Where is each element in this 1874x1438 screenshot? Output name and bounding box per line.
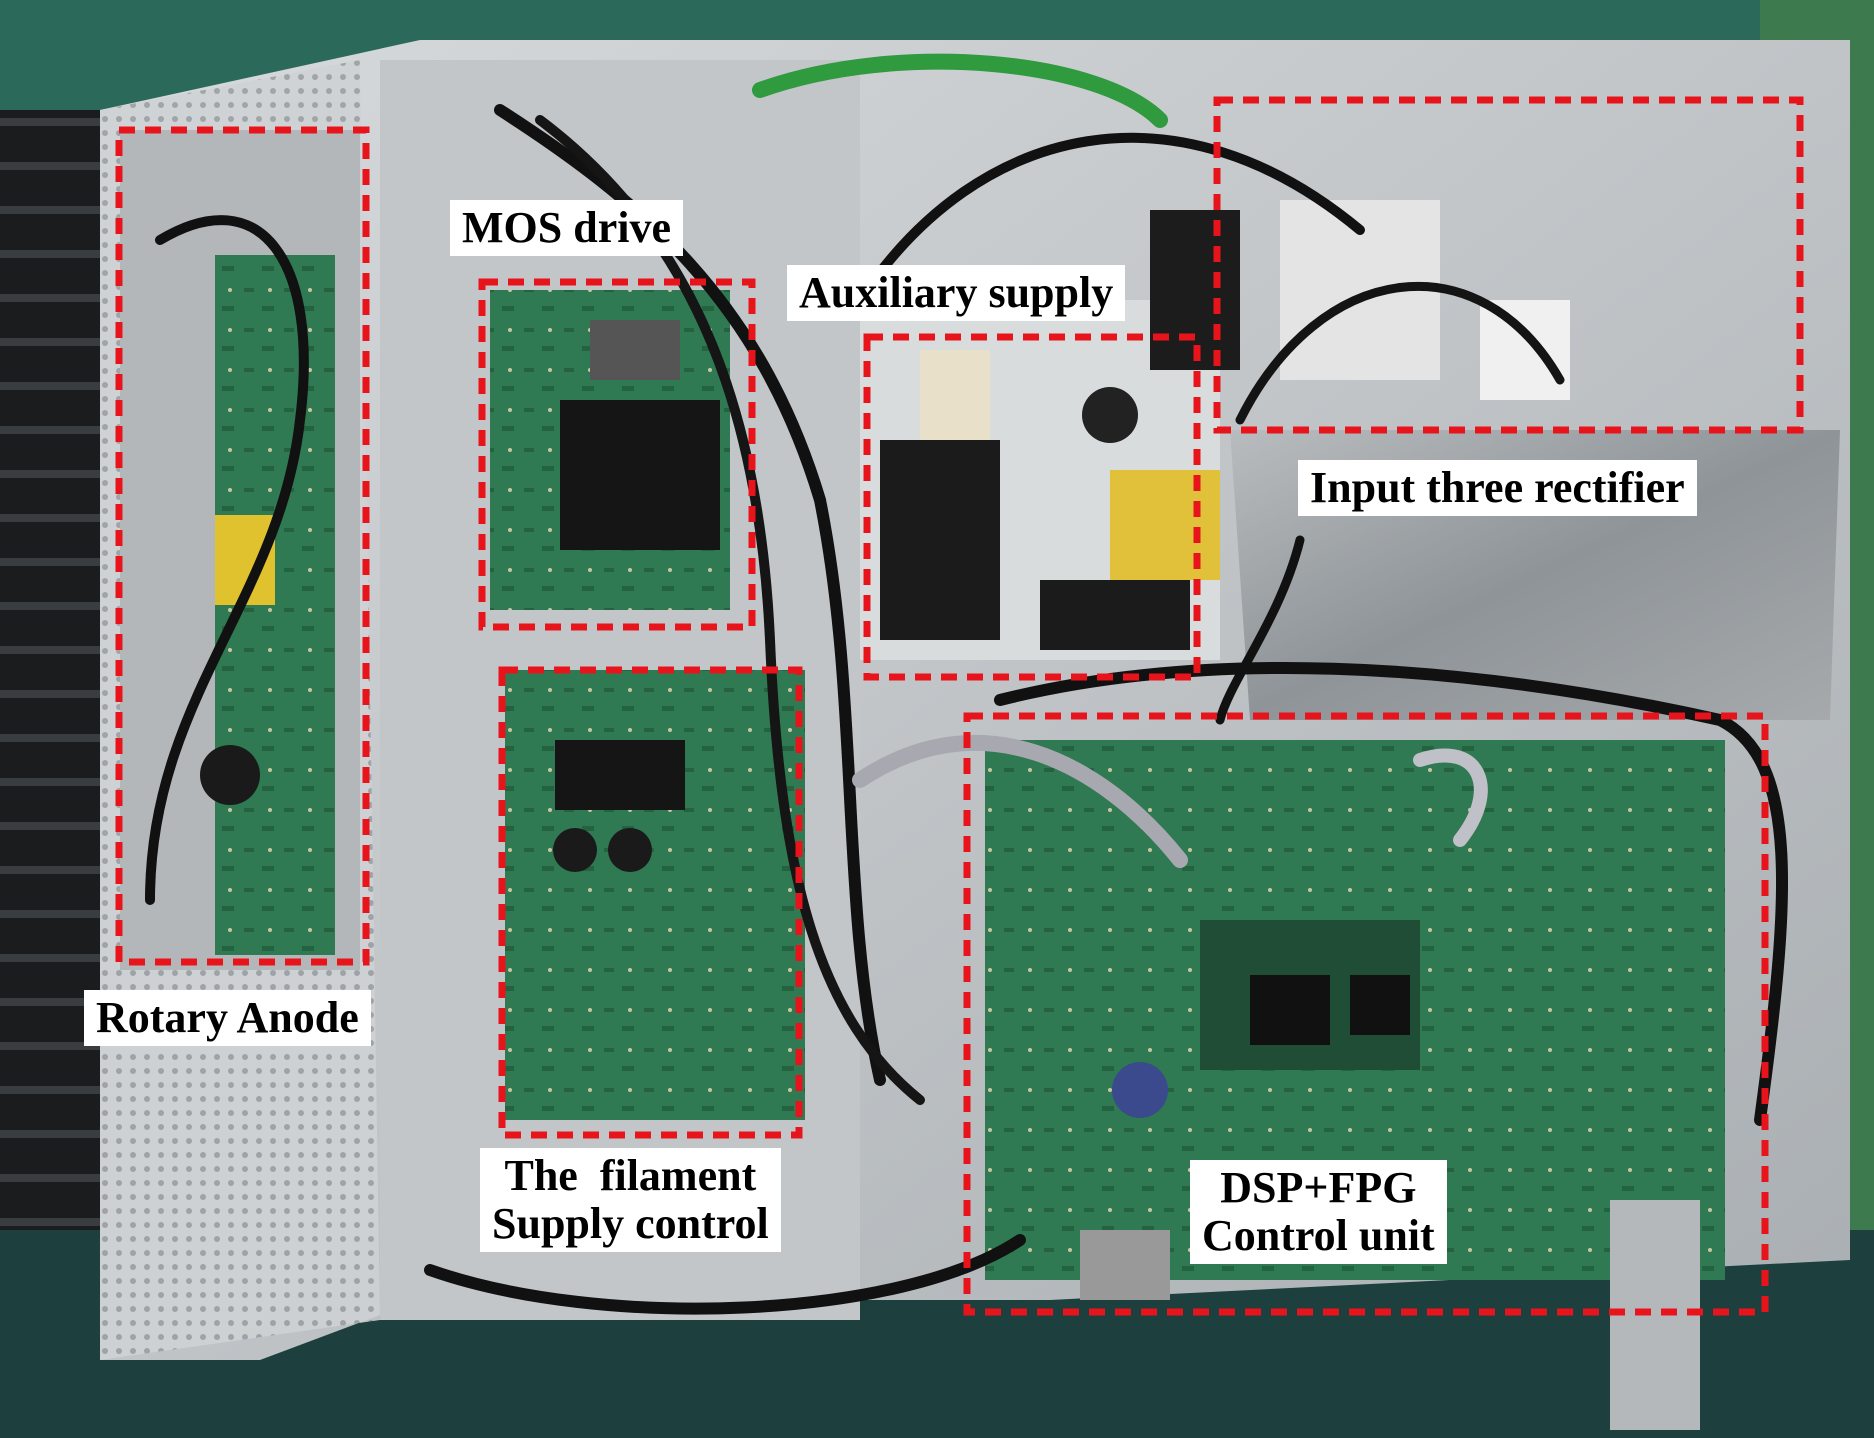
label-mos-drive: MOS drive [450, 200, 683, 256]
box-input-rectifier [1213, 96, 1804, 434]
box-dsp-control [963, 712, 1769, 1316]
label-auxiliary-supply: Auxiliary supply [787, 265, 1126, 321]
label-input-rectifier-text: Input three rectifier [1310, 463, 1685, 512]
box-mos-drive [478, 278, 756, 631]
label-dsp-line2: Control unit [1202, 1211, 1435, 1260]
label-filament-line2: Supply control [492, 1199, 769, 1248]
label-dsp-line1: DSP+FPG [1220, 1163, 1417, 1212]
box-auxiliary-supply [863, 333, 1201, 681]
label-mos-drive-text: MOS drive [462, 203, 671, 252]
label-input-rectifier: Input three rectifier [1298, 460, 1697, 516]
label-dsp-control: DSP+FPG Control unit [1190, 1160, 1447, 1264]
label-auxiliary-supply-text: Auxiliary supply [799, 268, 1114, 317]
label-rotary-anode-text: Rotary Anode [96, 993, 359, 1042]
label-filament-line1: The filament [504, 1151, 757, 1200]
box-rotary-anode [115, 126, 370, 966]
label-filament-supply: The filament Supply control [480, 1148, 781, 1252]
label-rotary-anode: Rotary Anode [84, 990, 371, 1046]
box-filament-supply [498, 666, 803, 1139]
highlight-boxes [115, 96, 1804, 1316]
